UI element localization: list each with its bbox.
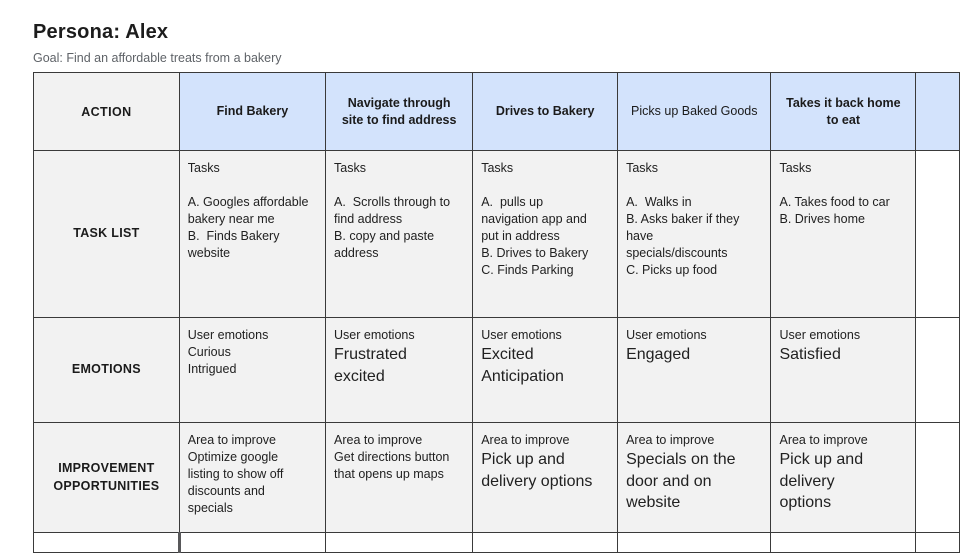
- column-header-picks-up-baked-goods: Picks up Baked Goods: [617, 72, 772, 151]
- slide-canvas: Persona: Alex Goal: Find an affordable t…: [33, 21, 960, 553]
- cell-text-line: Area to improve: [779, 433, 868, 447]
- action-header-cell: ACTION: [33, 72, 180, 151]
- cell-text-line: Area to improve: [187, 433, 276, 447]
- cell-emphasis-line: delivery options: [481, 472, 593, 490]
- cell-text-line: User emotions: [334, 328, 415, 342]
- column-header-takes-it-back-home-to-eat: Takes it back home to eat: [770, 72, 917, 151]
- cell-text-line: B. copy and paste address: [334, 229, 438, 260]
- cutoff-row-cell: [472, 532, 619, 553]
- cell-text-line: B. Finds Bakery website: [187, 229, 283, 260]
- cell-text-line: [481, 177, 603, 194]
- cell-emphasis-line: Pick up and: [779, 451, 864, 468]
- cell-emphasis-line: door and on: [626, 472, 712, 490]
- goal-subtitle: Goal: Find an affordable treats from a b…: [33, 51, 282, 65]
- cell-text-line: Tasks: [481, 161, 514, 175]
- cell-text-line: User emotions: [626, 328, 707, 342]
- column-header-navigate-through-site-to-find-address: Navigate through site to find address: [325, 72, 474, 151]
- cell-text-line: Area to improve: [334, 433, 423, 447]
- cutoff-row-cell: [770, 532, 917, 553]
- column-header-find-bakery: Find Bakery: [178, 72, 327, 151]
- cutoff-row-cell: [178, 532, 327, 553]
- cell-text-line: B. Drives to Bakery: [481, 246, 589, 260]
- cell-text-line: [626, 177, 756, 194]
- cell-text-line: User emotions: [187, 328, 269, 342]
- page-title: Persona: Alex: [33, 21, 169, 43]
- table-row-task-list: TASK LIST Tasks A. Googles affordable bake…: [33, 150, 960, 318]
- cell-emphasis-line: Specials on the: [626, 451, 736, 468]
- cell-emphasis-line: Pick up and: [481, 451, 565, 468]
- cell-text-line: [188, 177, 311, 194]
- cell-task-list-col4: Tasks A. Walks in B. Asks baker if they ha…: [617, 150, 772, 318]
- cell-text-line: A. pulls up navigation app and put in ad…: [481, 195, 591, 243]
- cell-text-line: Area to improve: [481, 433, 570, 447]
- cell-emphasis-line: excited: [334, 367, 385, 385]
- cell-text-line: Tasks: [626, 161, 659, 175]
- cutoff-bottom-row: [33, 532, 960, 553]
- cell-emphasis-line: Frustrated: [334, 346, 407, 363]
- cell-text-line: Tasks: [779, 161, 812, 175]
- cell-text-line: [334, 177, 458, 194]
- cutoff-column-cell: [915, 317, 960, 423]
- cell-text-line: User emotions: [779, 328, 861, 342]
- cell-text-line: Curious: [187, 345, 231, 359]
- cell-text-line: Intrigued: [187, 362, 237, 376]
- cell-emphasis-line: website: [626, 494, 681, 512]
- cell-emphasis-line: delivery: [779, 472, 835, 490]
- cell-text-line: A. Takes food to car: [779, 195, 890, 209]
- cutoff-column-cell: [915, 422, 960, 533]
- cell-text-line: Area to improve: [626, 433, 715, 447]
- cell-emphasis-line: Excited: [481, 346, 534, 363]
- column-header-drives-to-bakery: Drives to Bakery: [472, 72, 619, 151]
- cell-text-line: Tasks: [334, 161, 366, 175]
- cell-text-line: B. Asks baker if they have specials/disc…: [626, 212, 743, 260]
- cutoff-row-cell: [325, 532, 474, 553]
- cell-text-line: Get directions button that opens up maps: [334, 450, 453, 481]
- cutoff-column-cell: [915, 150, 960, 318]
- cell-text-line: C. Finds Parking: [481, 263, 574, 277]
- cutoff-row-cell: [915, 532, 960, 553]
- cell-emphasis-line: options: [779, 494, 832, 512]
- cell-text-line: Tasks: [187, 161, 220, 175]
- cell-emphasis-line: Anticipation: [481, 367, 564, 385]
- cell-text-line: A. Scrolls through to find address: [334, 195, 454, 226]
- cell-text-line: B. Drives home: [779, 212, 865, 226]
- cell-text-line: A. Walks in: [626, 195, 692, 209]
- cutoff-row-cell: [617, 532, 772, 553]
- cell-text-line: A. Googles affordable bakery near me: [187, 195, 312, 226]
- cell-task-list-col3: Tasks A. pulls up navigation app and put …: [472, 150, 619, 318]
- cell-task-list-col1: Tasks A. Googles affordable bakery near m…: [178, 150, 327, 318]
- cell-text-line: User emotions: [481, 328, 562, 342]
- cutoff-column-header: [915, 72, 960, 151]
- row-label-emotions: EMOTIONS: [33, 317, 180, 423]
- cell-text-line: [779, 177, 901, 194]
- cell-emphasis-line: Satisfied: [779, 346, 841, 363]
- cell-text-line: C. Picks up food: [626, 263, 718, 277]
- row-label-improvement-opportunities: IMPROVEMENT OPPORTUNITIES: [33, 422, 180, 533]
- row-label-task-list: TASK LIST: [33, 150, 180, 318]
- cutoff-row-label: [33, 532, 181, 553]
- cell-text-line: Optimize google listing to show off disc…: [187, 450, 287, 515]
- cell-task-list-col5: Tasks A. Takes food to car B. Drives home: [770, 150, 917, 318]
- cell-emphasis-line: Engaged: [626, 346, 691, 363]
